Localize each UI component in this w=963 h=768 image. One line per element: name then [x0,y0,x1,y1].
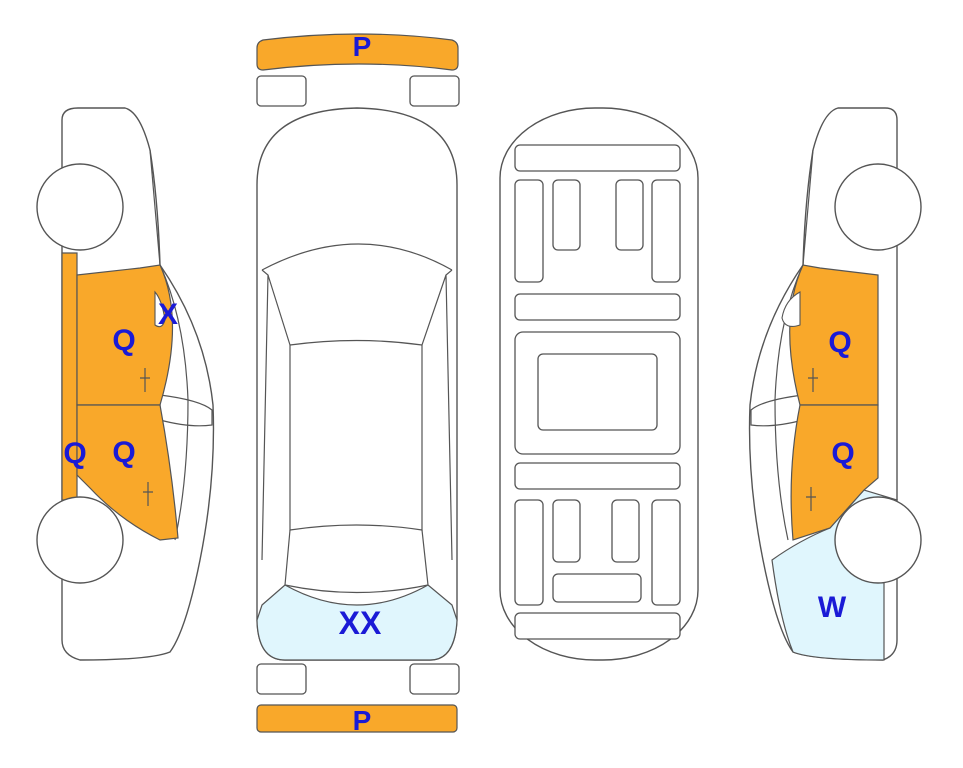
left-front-pillar-mark: X [158,298,178,331]
left-front-door-handle-icon [143,482,153,506]
rear-bumper-panel [256,704,458,733]
right-front-door-panel [789,264,879,406]
left-front-door-mark: Q [112,436,135,469]
damage-labels: P P XX X Q Q Q Q Q W [63,31,854,736]
underbody-crossmember-2 [514,462,681,490]
right-front-door-mark: Q [828,326,851,359]
left-rear-door-handle-icon [140,368,150,392]
underbody-rear-right-cell [611,499,640,563]
underbody-front-left-cell [552,179,581,251]
right-front-wheel [834,163,922,251]
underbody-rear-right-rail [651,499,681,606]
underbody-front-bar [514,144,681,172]
left-side-view [36,107,215,661]
underbody-rear-left-cell [552,499,581,563]
right-rear-door-panel [790,404,879,541]
left-rear-quarter-mark: Q [63,437,86,470]
underbody-front-right-cell [615,179,644,251]
left-front-door-panel [76,404,179,541]
right-side-beltline [802,149,814,266]
hood-repair-area [256,584,458,661]
left-rear-door-mark: Q [112,324,135,357]
top-view-roof-front [261,243,453,271]
top-view [256,33,460,733]
left-rear-wheel [36,163,124,251]
rear-right-light [409,663,460,695]
top-view-right-pillar [445,269,453,561]
left-front-wheel [36,496,124,584]
front-right-light [409,75,460,107]
hood-mark: XX [339,605,382,641]
right-side-mirror [750,394,804,427]
underbody-view [499,107,699,661]
front-bumper-panel [256,33,459,71]
top-view-cabin [289,345,423,531]
top-view-windshield [267,274,447,346]
left-side-beltline [149,149,161,266]
right-side-view [748,107,922,661]
underbody-front-left-rail [514,179,544,283]
right-front-pillar-window [781,291,801,327]
underbody-rear-mid-bar [552,573,642,603]
underbody-crossmember-1 [514,293,681,321]
right-rear-wheel [834,496,922,584]
rear-left-light [256,663,307,695]
underbody-rear-bar [514,612,681,640]
top-view-left-pillar [261,269,269,561]
left-front-pillar-window [154,290,166,328]
right-front-fender-mark: W [818,591,847,624]
rear-bumper-mark: P [353,705,372,736]
right-rear-door-handle-icon [806,487,816,511]
underbody-front-right-rail [651,179,681,283]
underbody-floor-panel [537,353,658,431]
right-front-door-handle-icon [808,368,818,392]
underbody-rear-left-rail [514,499,544,606]
front-left-light [256,75,307,107]
left-side-mirror [159,394,213,427]
left-rear-door-panel [76,264,174,406]
right-rear-door-mark: Q [831,437,854,470]
top-view-rear-window [284,529,429,594]
front-bumper-mark: P [353,31,372,62]
